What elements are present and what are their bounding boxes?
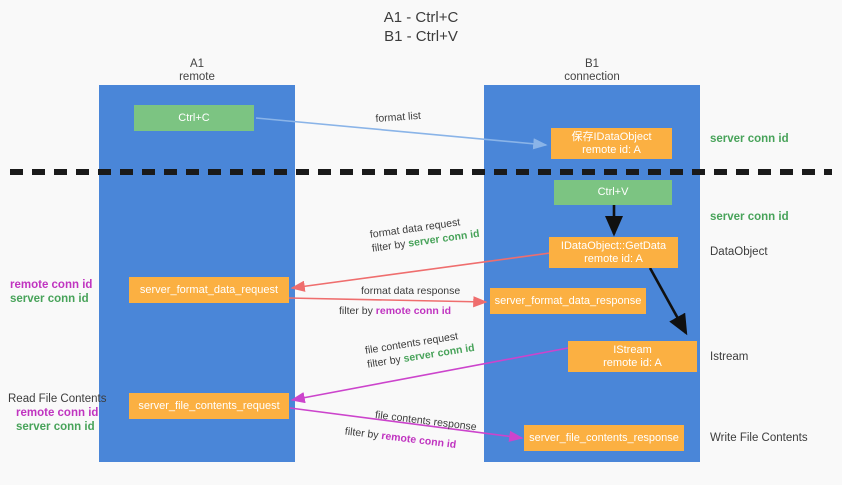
edge-label-fcresp-filter-key: remote conn id [380, 429, 457, 451]
edge-label-fdresp-filter-key: remote conn id [375, 305, 452, 317]
column-header-a1: A1 remote [139, 58, 255, 84]
node-istream-line1: IStream [613, 343, 652, 356]
node-server-format-data-response-label: server_format_data_response [494, 294, 642, 307]
right-label-server-conn-id-top: server conn id [710, 132, 789, 146]
right-label-istream-text: Istream [710, 351, 749, 363]
title-line-2: B1 - Ctrl+V [384, 28, 458, 45]
right-label-dataobject-text: DataObject [710, 246, 768, 258]
node-server-file-contents-request-label: server_file_contents_request [138, 399, 280, 412]
column-header-b1: B1 connection [534, 58, 650, 84]
right-label-server-conn-id-top-text: server conn id [710, 133, 789, 145]
node-ctrl-c[interactable]: Ctrl+C [134, 105, 254, 131]
right-label-write-file-contents: Write File Contents [710, 431, 808, 445]
edge-label-fcresp-filter-prefix: filter by [344, 425, 383, 442]
column-b1-name: B1 [584, 58, 600, 70]
left-label-server-conn-id-2: server conn id [16, 421, 95, 433]
edge-label-format-data-response-text: format data response [361, 285, 461, 297]
node-idataobject-getdata-line2: remote id: A [584, 252, 643, 265]
right-label-write-file-contents-text: Write File Contents [710, 432, 808, 444]
node-server-file-contents-request[interactable]: server_file_contents_request [129, 393, 289, 419]
node-istream[interactable]: IStream remote id: A [568, 341, 697, 372]
right-label-istream: Istream [710, 350, 748, 364]
column-a1-name: A1 [189, 58, 205, 70]
right-label-server-conn-id-mid: server conn id [710, 210, 789, 224]
right-label-server-conn-id-mid-text: server conn id [710, 211, 789, 223]
node-ctrl-v-label: Ctrl+V [597, 186, 629, 198]
node-save-idataobject-line2: remote id: A [582, 143, 641, 156]
node-server-format-data-request-label: server_format_data_request [139, 283, 279, 296]
diagram-title: A1 - Ctrl+C B1 - Ctrl+V [0, 8, 842, 46]
left-label-conn-ids-1: remote conn id server conn id [10, 278, 92, 306]
edge-label-file-contents-response: file contents response filter by remote … [344, 408, 478, 454]
phase-divider [10, 169, 832, 175]
node-save-idataobject-line1: 保存IDataObject [571, 130, 652, 143]
node-ctrl-v[interactable]: Ctrl+V [554, 180, 672, 205]
node-server-format-data-response[interactable]: server_format_data_response [490, 288, 646, 314]
edge-label-format-data-request: format data request filter by server con… [369, 213, 480, 256]
edge-label-format-list: format list [375, 109, 421, 126]
left-label-read-file-contents: Read File Contents [8, 393, 107, 405]
left-label-remote-conn-id-2: remote conn id [16, 407, 99, 419]
column-a1-sub: remote [179, 71, 215, 83]
left-label-read-file-contents-group: Read File Contents remote conn id server… [8, 392, 106, 434]
node-server-format-data-request[interactable]: server_format_data_request [129, 277, 289, 303]
column-b1-sub: connection [564, 71, 620, 83]
node-idataobject-getdata-line1: IDataObject::GetData [560, 239, 667, 252]
right-label-dataobject: DataObject [710, 245, 768, 259]
node-idataobject-getdata[interactable]: IDataObject::GetData remote id: A [549, 237, 678, 268]
edge-label-format-data-response: format data response filter by remote co… [339, 284, 461, 318]
node-server-file-contents-response[interactable]: server_file_contents_response [524, 425, 684, 451]
edge-label-format-list-text: format list [375, 109, 422, 125]
left-label-server-conn-id-1: server conn id [10, 293, 89, 305]
edge-label-fdresp-filter-prefix: filter by [339, 305, 376, 317]
node-istream-line2: remote id: A [603, 356, 662, 369]
edge-label-fdr-filter-prefix: filter by [371, 237, 410, 255]
edge-label-file-contents-request: file contents request filter by server c… [364, 327, 476, 372]
node-save-idataobject[interactable]: 保存IDataObject remote id: A [551, 128, 672, 159]
title-line-1: A1 - Ctrl+C [383, 9, 459, 26]
left-label-remote-conn-id-1: remote conn id [10, 279, 93, 291]
node-server-file-contents-response-label: server_file_contents_response [529, 431, 679, 444]
node-ctrl-c-label: Ctrl+C [178, 111, 210, 124]
